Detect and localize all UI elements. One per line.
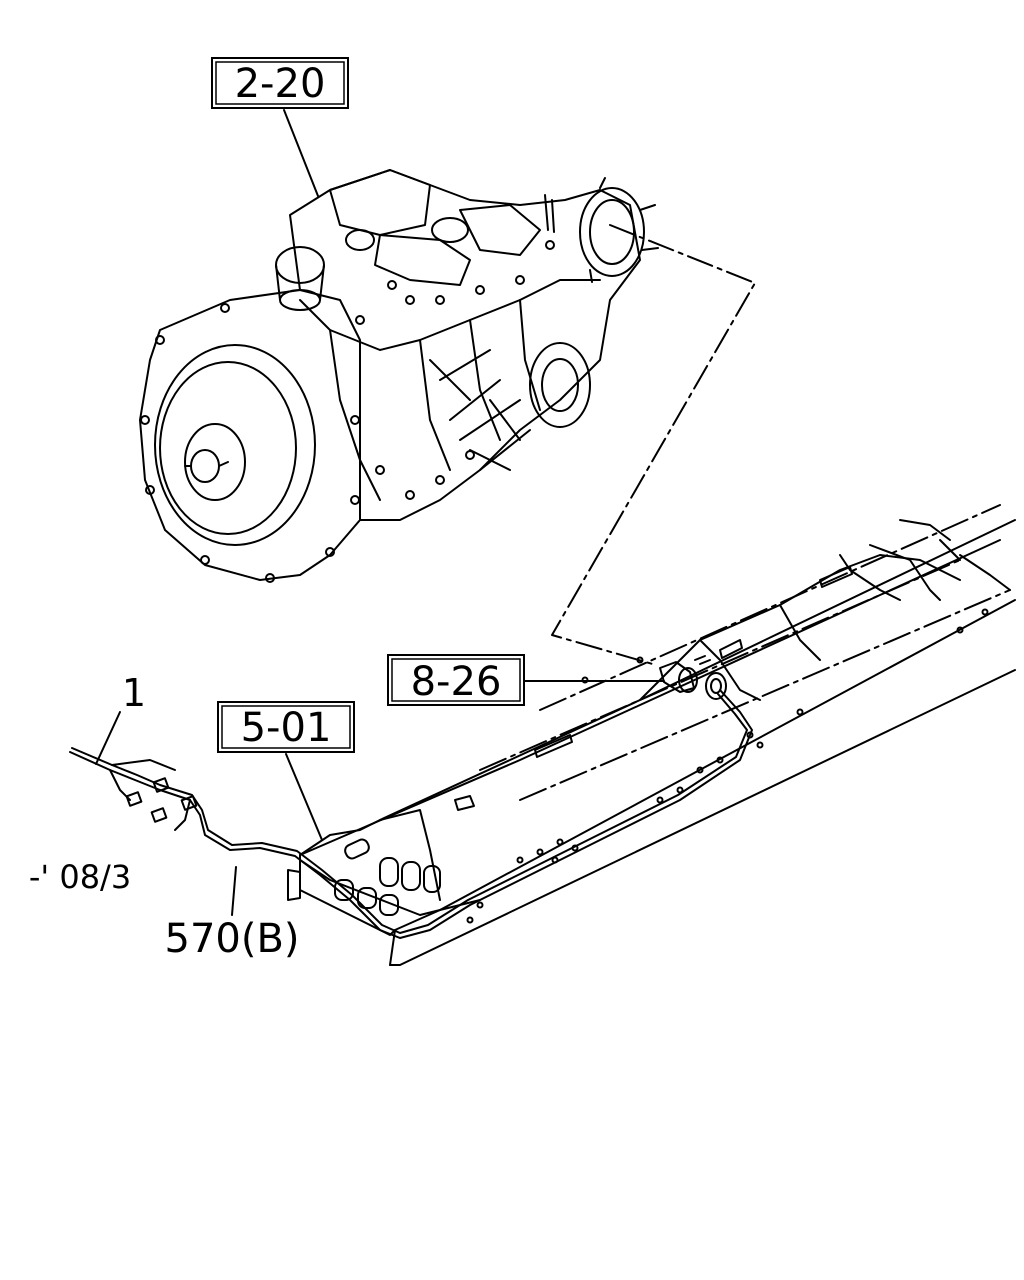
date-code-label: -' 08/3 (29, 858, 131, 896)
transmission-assembly (139, 169, 659, 583)
leader-lines (95, 109, 756, 916)
callout-connector-ref[interactable]: 8-26 (387, 654, 525, 706)
transmission-ref-label: 2-20 (235, 61, 326, 107)
frame-ref-label: 5-01 (241, 705, 332, 751)
item-number-label: 1 (122, 671, 146, 715)
wiring-harness (69, 689, 753, 939)
harness-part-label: 570(B) (165, 916, 300, 962)
chassis-frame (287, 504, 1016, 966)
callout-frame-ref[interactable]: 5-01 (217, 701, 355, 753)
callout-transmission-ref[interactable]: 2-20 (211, 57, 349, 109)
connector-ref-label: 8-26 (411, 659, 502, 705)
